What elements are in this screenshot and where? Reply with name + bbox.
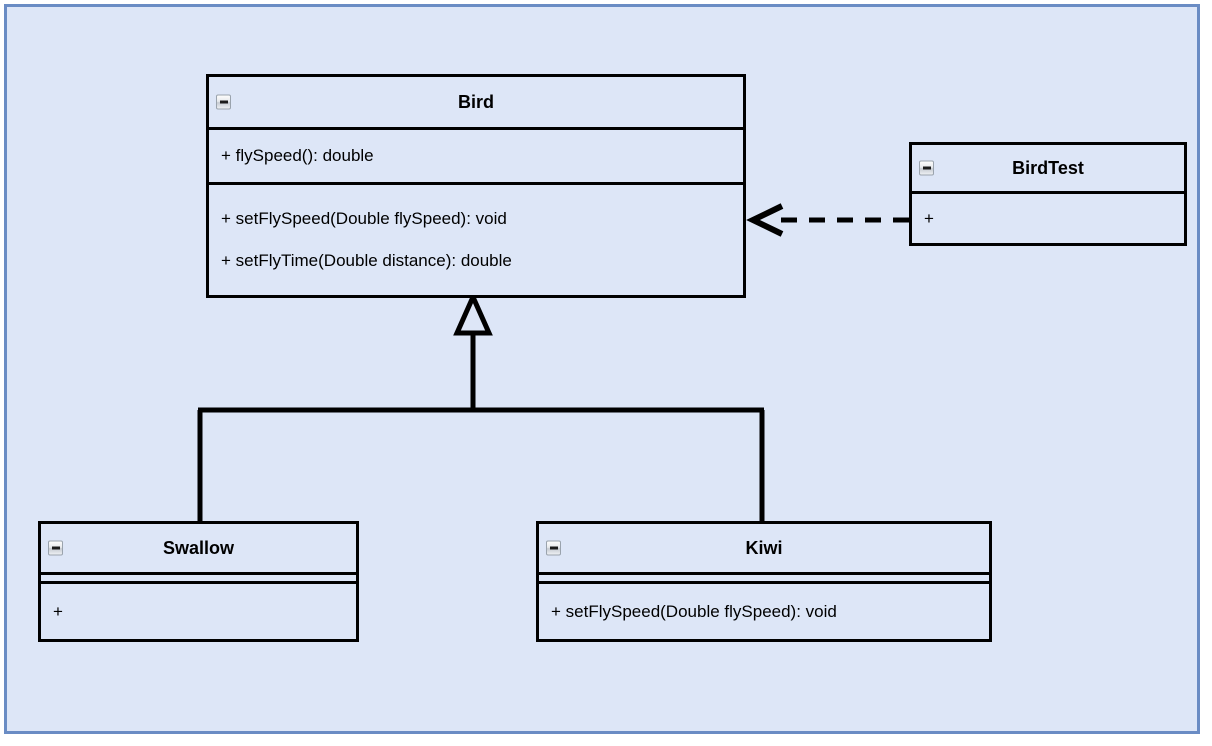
collapse-minus-icon[interactable] (546, 540, 561, 556)
uml-class-bird-title[interactable]: Bird (209, 77, 743, 127)
uml-divider (41, 581, 356, 584)
uml-member: + (924, 208, 934, 228)
uml-class-swallow-compartment-methods[interactable]: + (41, 584, 356, 639)
collapse-minus-icon[interactable] (919, 160, 934, 176)
uml-class-kiwi[interactable]: Kiwi + setFlySpeed(Double flySpeed): voi… (536, 521, 992, 642)
uml-class-bird-compartment-1[interactable]: + flySpeed(): double (209, 130, 743, 182)
uml-member: + setFlySpeed(Double flySpeed): void (551, 601, 837, 621)
uml-class-birdtest[interactable]: BirdTest + (909, 142, 1187, 246)
uml-member: + setFlyTime(Double distance): double (221, 251, 512, 270)
uml-class-bird[interactable]: Bird + flySpeed(): double + setFlySpeed(… (206, 74, 746, 298)
uml-class-swallow[interactable]: Swallow + (38, 521, 359, 642)
uml-class-kiwi-compartment-methods[interactable]: + setFlySpeed(Double flySpeed): void (539, 584, 989, 639)
uml-class-kiwi-name: Kiwi (745, 537, 783, 558)
uml-class-kiwi-title[interactable]: Kiwi (539, 524, 989, 572)
uml-class-birdtest-compartment-1[interactable]: + (912, 194, 1184, 243)
collapse-minus-icon[interactable] (216, 94, 231, 110)
collapse-minus-icon[interactable] (48, 540, 63, 556)
uml-member: + setFlySpeed(Double flySpeed): void (221, 209, 507, 228)
uml-divider (209, 182, 743, 185)
uml-member: + flySpeed(): double (221, 146, 374, 165)
uml-divider (209, 127, 743, 130)
uml-class-bird-name: Bird (458, 91, 494, 112)
uml-divider (539, 581, 989, 584)
uml-class-birdtest-title[interactable]: BirdTest (912, 145, 1184, 191)
uml-divider (912, 191, 1184, 194)
uml-class-swallow-name: Swallow (162, 537, 234, 558)
uml-class-swallow-title[interactable]: Swallow (41, 524, 356, 572)
uml-member: + (53, 601, 63, 621)
uml-class-bird-compartment-2[interactable]: + setFlySpeed(Double flySpeed): void + s… (209, 185, 743, 295)
uml-divider (41, 572, 356, 575)
uml-class-birdtest-name: BirdTest (1012, 157, 1084, 178)
uml-divider (539, 572, 989, 575)
